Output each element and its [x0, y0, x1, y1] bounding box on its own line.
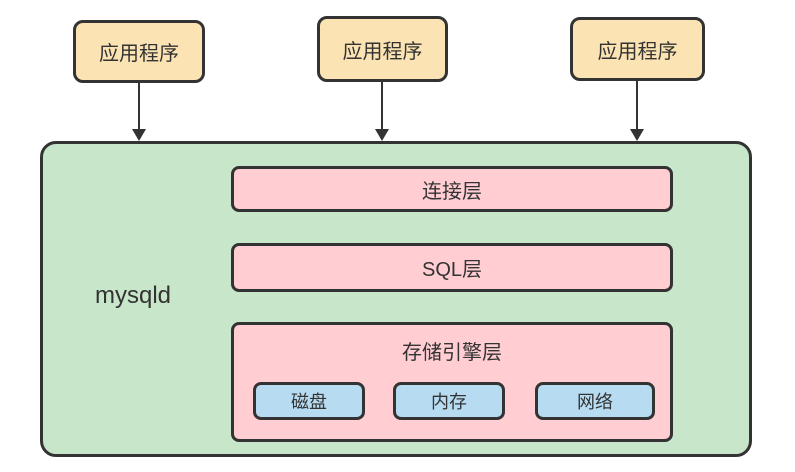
- layer-storage-engine: 存储引擎层 磁盘 内存 网络: [231, 322, 673, 442]
- resource-disk-label: 磁盘: [291, 392, 327, 412]
- layer-storage-engine-label: 存储引擎层: [402, 342, 502, 364]
- application-label: 应用程序: [99, 43, 179, 65]
- application-label: 应用程序: [342, 40, 423, 63]
- layer-connection-label: 连接层: [422, 180, 482, 203]
- arrow-line-3: [636, 81, 638, 130]
- arrow-head-icon-1: [132, 129, 146, 141]
- resource-memory-label: 内存: [431, 392, 467, 412]
- resource-network-label: 网络: [577, 392, 613, 412]
- mysqld-container: mysqld 连接层 SQL层 存储引擎层 磁盘 内存 网络: [40, 141, 752, 457]
- layer-sql-label: SQL层: [421, 259, 483, 281]
- application-label: 应用程序: [597, 40, 678, 63]
- arrow-head-icon-3: [630, 129, 644, 141]
- layer-sql: SQL层: [231, 243, 673, 292]
- resource-disk: 磁盘: [253, 382, 365, 420]
- mysqld-label: mysqld: [94, 282, 172, 309]
- arrow-line-2: [381, 82, 383, 130]
- application-box-2: 应用程序: [317, 16, 448, 82]
- application-box-1: 应用程序: [73, 20, 205, 83]
- resource-memory: 内存: [393, 382, 505, 420]
- arrow-head-icon-2: [375, 129, 389, 141]
- application-box-3: 应用程序: [570, 17, 705, 81]
- resource-network: 网络: [535, 382, 655, 420]
- arrow-line-1: [138, 83, 140, 130]
- layer-connection: 连接层: [231, 166, 673, 212]
